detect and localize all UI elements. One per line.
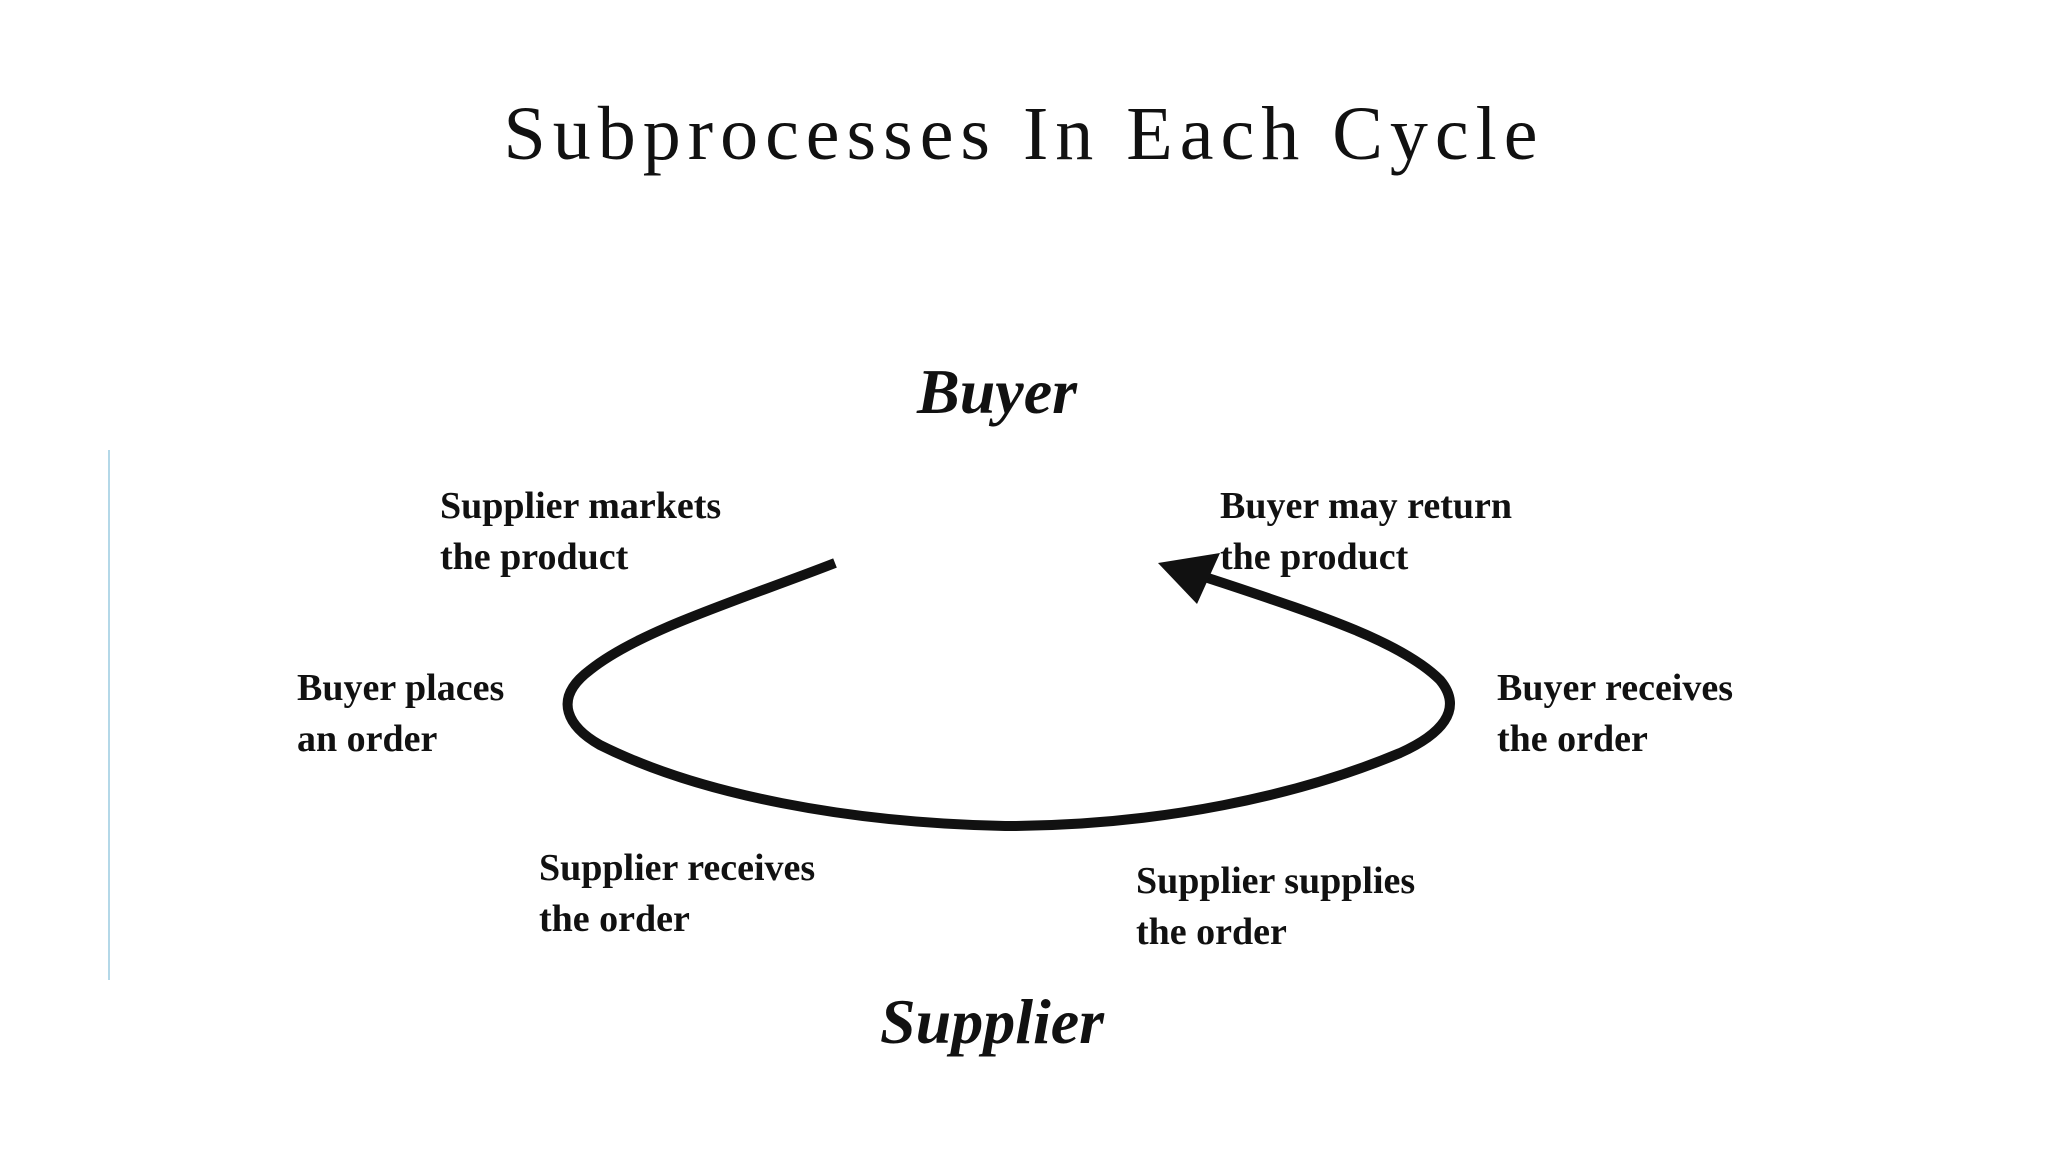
step-line: Buyer may return (1220, 485, 1513, 527)
step-supplier-markets: Supplier markets the product (440, 481, 721, 583)
step-line: Buyer receives (1497, 667, 1734, 709)
step-supplier-supplies-order: Supplier supplies the order (1136, 856, 1415, 958)
supplier-label: Supplier (880, 986, 1105, 1057)
arrow-head-icon (1158, 553, 1220, 604)
step-buyer-places-order: Buyer places an order (297, 663, 504, 765)
step-supplier-receives-order: Supplier receives the order (539, 843, 815, 945)
left-accent-rule (108, 450, 110, 980)
step-line: the product (440, 536, 629, 578)
step-line: the product (1220, 536, 1409, 578)
step-buyer-receives-order: Buyer receives the order (1497, 663, 1733, 765)
slide-title: Subprocesses In Each Cycle (503, 92, 1545, 176)
buyer-label: Buyer (917, 356, 1077, 427)
step-buyer-may-return: Buyer may return the product (1220, 481, 1512, 583)
step-line: Supplier receives (539, 847, 816, 889)
step-line: an order (297, 718, 438, 760)
step-line: Buyer places (297, 667, 505, 709)
step-line: the order (1497, 718, 1648, 760)
step-line: Supplier supplies (1136, 860, 1416, 902)
step-line: Supplier markets (440, 485, 722, 527)
cycle-arrow-path (562, 558, 1455, 831)
step-line: the order (539, 898, 690, 940)
step-line: the order (1136, 911, 1287, 953)
